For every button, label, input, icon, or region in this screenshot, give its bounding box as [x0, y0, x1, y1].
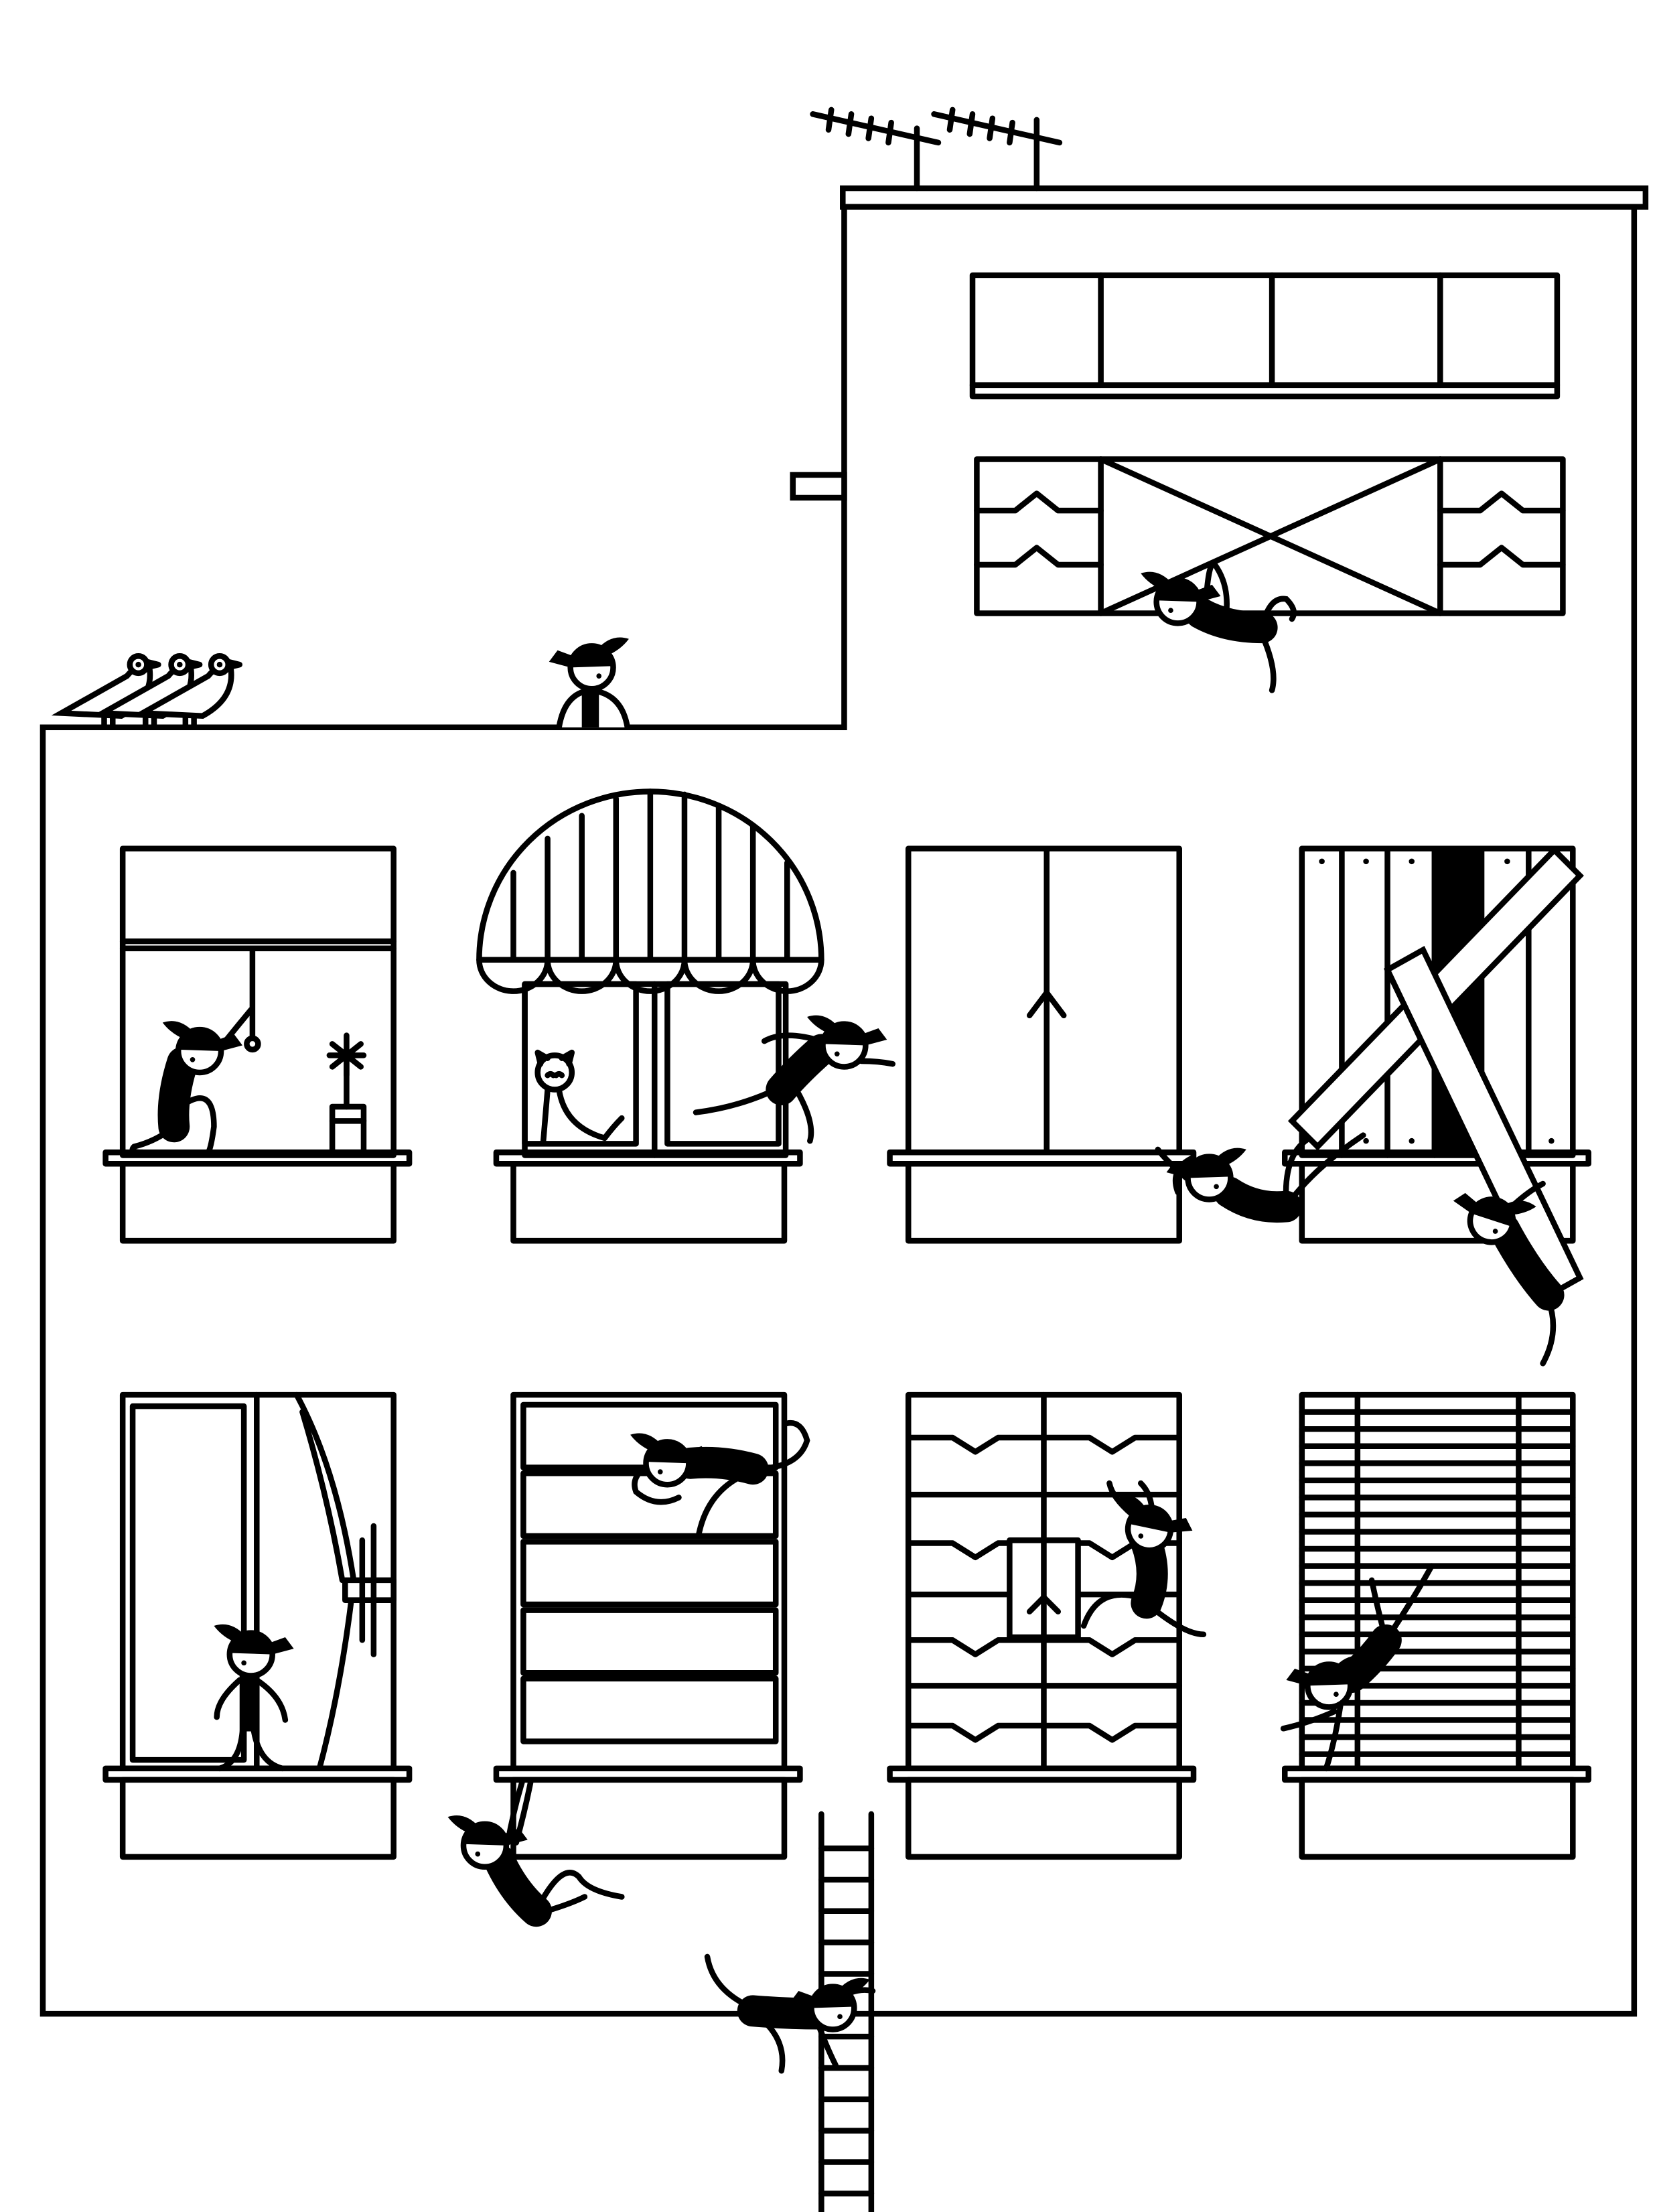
window-venetian-blinds: [1282, 1391, 1591, 1860]
birds: [51, 653, 243, 731]
gnome-climbing-shelves: [630, 1420, 810, 1538]
gnome-on-ladder: [704, 1953, 876, 2074]
top-long-window: [969, 272, 1561, 400]
window-awning: [476, 788, 824, 1244]
cat: [534, 1049, 625, 1144]
gnome-climbing-shutters: [1080, 1480, 1207, 1638]
top-crossed-window: [974, 456, 1566, 616]
gnome-hanging-on-awning: [693, 1016, 896, 1144]
tv-antenna-right: [931, 107, 1063, 192]
gnome-on-roof: [549, 637, 629, 728]
gnome-hanging-from-sill: [448, 1779, 625, 1927]
gnome-pulling-blind: [129, 1007, 255, 1156]
window-zigzag-shutters: [887, 1391, 1197, 1860]
gnome-carrying-board: [1444, 1178, 1565, 1367]
gnome-hanging-on-blinds: [1280, 1563, 1435, 1772]
building: [40, 185, 1649, 2017]
gnome-standing-in-window: [214, 1625, 293, 1772]
gnome-pulling-top-window: [1141, 561, 1297, 693]
window-roller-blind: [102, 845, 413, 1244]
bird: [133, 653, 243, 731]
window-boarded: [1282, 845, 1591, 1302]
window-curtain: [102, 1391, 413, 1860]
tv-antenna-left: [810, 107, 942, 192]
window-closed-shutters: [887, 845, 1197, 1244]
